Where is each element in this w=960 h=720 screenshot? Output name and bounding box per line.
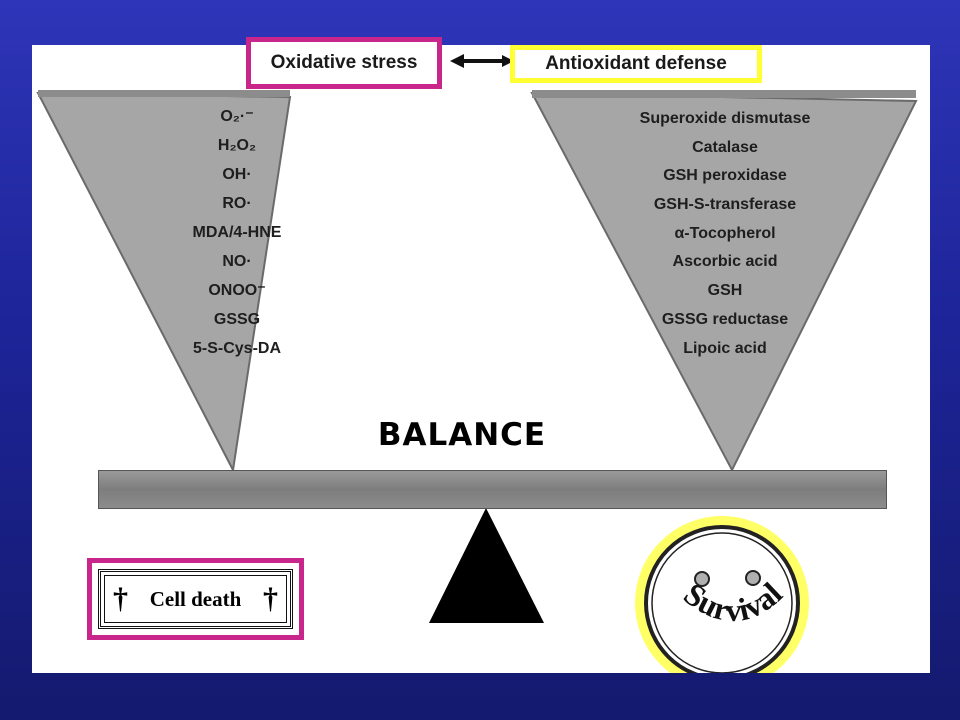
antioxidant-triangle-top: [532, 90, 916, 98]
antioxidant-item: GSSG reductase: [661, 310, 789, 328]
antioxidant-item: GSH: [707, 282, 743, 300]
oxidant-item: OH·: [222, 166, 252, 183]
oxidative-stress-label: Oxidative stress: [270, 52, 418, 73]
antioxidant-item: Catalase: [692, 138, 758, 156]
oxidant-list: O₂·⁻ H₂O₂ OH· RO· MDA/4-HNE NO· ONOO⁻ GS…: [162, 102, 312, 363]
antioxidant-defense-label: Antioxidant defense: [545, 53, 727, 74]
survival-smiley-icon: Survival: [635, 516, 809, 673]
diagram-panel: Survival Oxidative stress Antioxidant de…: [32, 37, 930, 673]
balance-label: BALANCE: [377, 417, 547, 453]
double-arrow-icon: [450, 54, 514, 68]
antioxidant-item: Ascorbic acid: [672, 253, 778, 271]
antioxidant-item: Superoxide dismutase: [639, 110, 811, 127]
balance-beam: [98, 470, 887, 509]
oxidant-item: NO·: [222, 253, 252, 270]
fulcrum-triangle: [429, 508, 544, 623]
oxidative-stress-header: Oxidative stress: [246, 37, 442, 89]
cell-death-label: Cell death: [149, 586, 242, 611]
oxidant-item: GSSG: [213, 311, 261, 328]
oxidant-item: H₂O₂: [217, 137, 257, 154]
antioxidant-item: GSH-S-transferase: [653, 196, 797, 214]
antioxidant-defense-header: Antioxidant defense: [510, 45, 762, 83]
oxidant-item: 5-S-Cys-DA: [192, 340, 281, 357]
dagger-icon: †: [113, 582, 128, 615]
antioxidant-item: GSH peroxidase: [663, 167, 787, 185]
oxidant-item: ONOO⁻: [208, 282, 266, 299]
oxidant-item: RO·: [222, 195, 252, 212]
antioxidant-item: α-Tocopherol: [674, 224, 776, 242]
antioxidant-item: Lipoic acid: [683, 339, 767, 357]
cell-death-box: † Cell death †: [87, 558, 304, 640]
cell-death-inner: † Cell death †: [98, 569, 293, 629]
oxidant-item: O₂·⁻: [220, 108, 254, 125]
oxidant-item: MDA/4-HNE: [192, 224, 282, 241]
dagger-icon: †: [262, 582, 278, 615]
diagram-graphics: Survival: [36, 54, 918, 673]
antioxidant-list: Superoxide dismutase Catalase GSH peroxi…: [600, 105, 850, 363]
oxidative-stress-triangle-top: [38, 90, 290, 97]
